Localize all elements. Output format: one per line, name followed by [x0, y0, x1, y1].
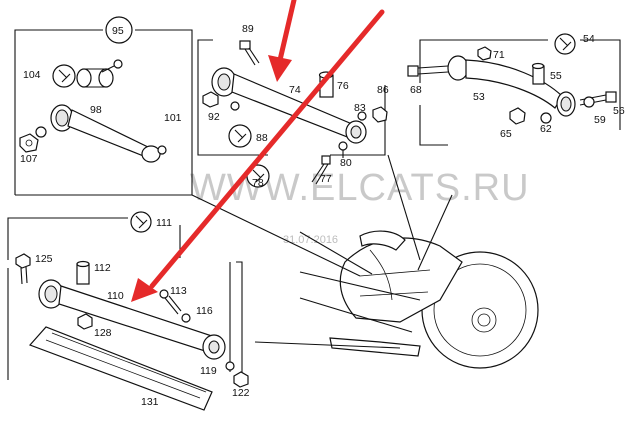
callout-circle-95	[105, 16, 133, 44]
bolt-80	[338, 141, 348, 158]
arrow-icon	[131, 9, 385, 302]
callout-112: 112	[94, 262, 111, 274]
hub-assembly	[329, 230, 539, 369]
bolt-77	[311, 155, 331, 185]
wrench-icon	[52, 64, 76, 88]
callout-68: 68	[410, 84, 422, 96]
callout-98: 98	[90, 104, 102, 116]
callout-80: 80	[340, 157, 352, 169]
callout-83: 83	[354, 102, 366, 114]
callout-131: 131	[141, 396, 159, 408]
leader-lines	[191, 154, 453, 349]
arrow-icon	[268, 0, 297, 82]
bushing-55	[531, 62, 545, 85]
bushing-112	[76, 260, 90, 285]
callout-89: 89	[242, 23, 254, 35]
bushing-98	[76, 59, 123, 88]
washer-62	[540, 112, 552, 124]
nut-86	[372, 106, 388, 123]
callout-125: 125	[35, 253, 53, 265]
watermark-date: 31.07.2016	[283, 234, 338, 246]
control-arm-110	[38, 279, 226, 360]
wrench-icon	[228, 124, 252, 148]
callout-65: 65	[500, 128, 512, 140]
control-arm-74	[211, 67, 367, 144]
shield-131	[28, 326, 213, 411]
wrench-icon	[554, 33, 576, 55]
callout-53: 53	[473, 91, 485, 103]
panel-lower-arm	[7, 211, 249, 411]
callout-92: 92	[208, 111, 220, 123]
nut-71	[477, 46, 492, 61]
callout-113: 113	[170, 285, 187, 297]
washer-92	[230, 101, 240, 111]
control-arm-53	[447, 55, 576, 117]
callout-95: 95	[112, 25, 124, 37]
callout-labels: 95 104 98 107 101 89 74 92 88 76 83 86 8…	[20, 23, 625, 408]
callout-76: 76	[337, 80, 349, 92]
nut-107	[19, 126, 47, 153]
callout-78: 78	[252, 177, 264, 189]
watermark-site: WWW.ELCATS.RU	[190, 167, 530, 209]
callout-119: 119	[200, 365, 217, 377]
callout-62: 62	[540, 123, 552, 135]
nut-122	[233, 371, 249, 388]
callout-110: 110	[107, 290, 124, 302]
washer-83	[357, 111, 367, 121]
bolt-68	[407, 65, 449, 77]
callout-101: 101	[164, 112, 182, 124]
callout-71: 71	[493, 49, 505, 61]
callout-104: 104	[23, 69, 41, 81]
callout-77: 77	[320, 173, 332, 185]
callout-128: 128	[94, 327, 112, 339]
panel-rear-arm	[407, 33, 621, 146]
wrench-icon	[130, 211, 152, 233]
callout-111: 111	[156, 217, 172, 229]
callout-54: 54	[583, 33, 595, 45]
callout-88: 88	[256, 132, 268, 144]
nut-128	[77, 313, 93, 330]
washer-116	[181, 313, 191, 323]
callout-122: 122	[232, 387, 250, 399]
panel-detail-95	[14, 16, 193, 196]
callout-55: 55	[550, 70, 562, 82]
callout-74: 74	[289, 84, 301, 96]
control-arm-101	[50, 104, 167, 163]
washer-59	[583, 96, 595, 108]
callout-86: 86	[377, 84, 389, 96]
callout-116: 116	[196, 305, 213, 317]
bolt-125	[15, 253, 31, 285]
callout-56: 56	[613, 105, 625, 117]
washer-119	[225, 361, 235, 371]
callout-107: 107	[20, 153, 38, 165]
bolt-89	[239, 40, 260, 66]
nut-92	[202, 91, 219, 108]
callout-59: 59	[594, 114, 606, 126]
bolt-113	[159, 289, 182, 315]
nut-65	[509, 107, 526, 125]
